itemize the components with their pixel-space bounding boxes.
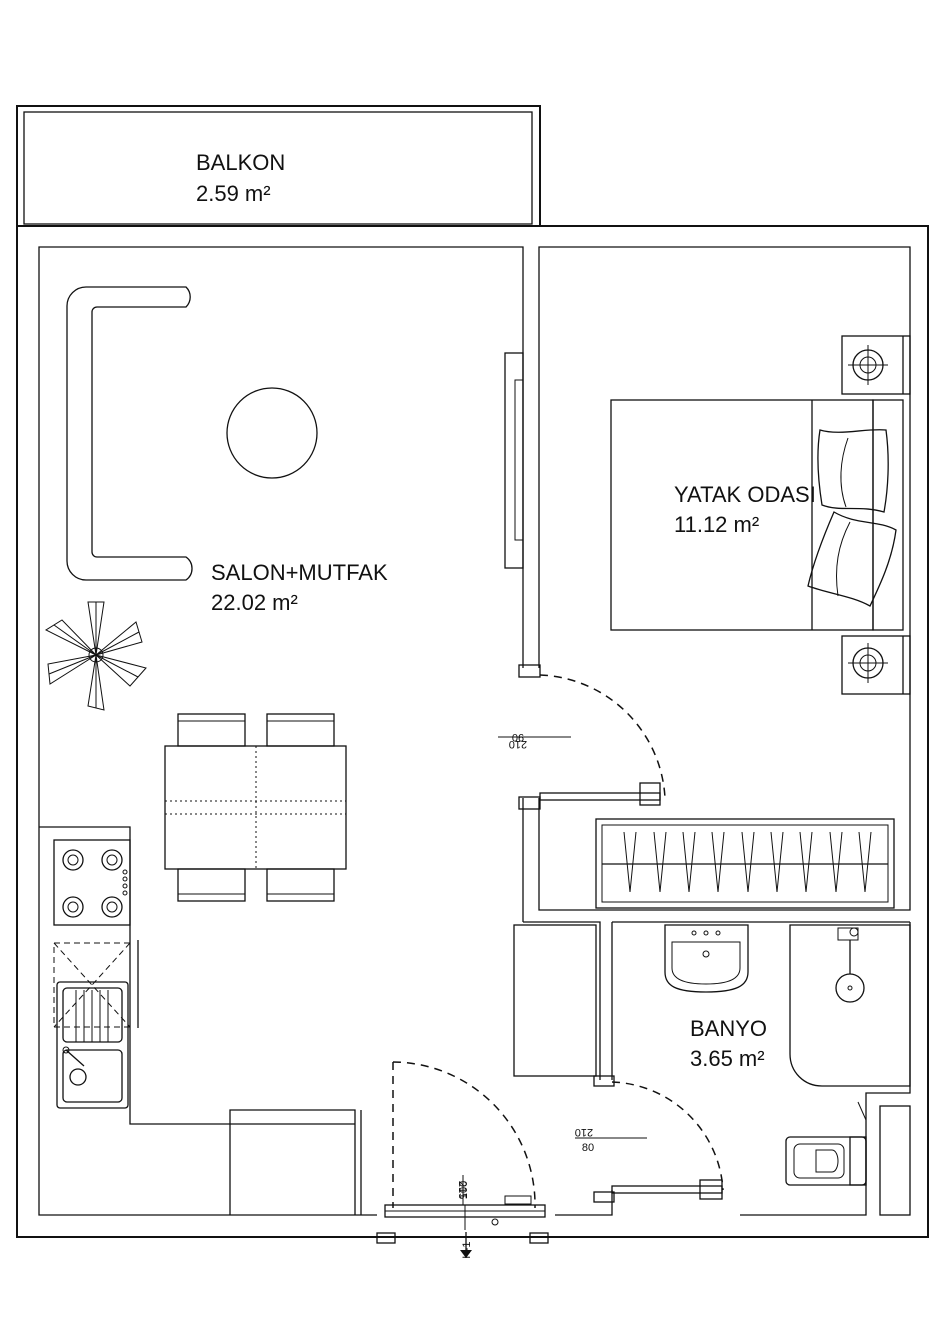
wardrobe (595, 818, 895, 909)
nightstand-lamp-icon (841, 335, 911, 395)
entrance-door-width: 100 (458, 1181, 470, 1199)
toilet-icon (785, 1101, 911, 1216)
section-marker (460, 1232, 472, 1258)
cooktop-icon (53, 839, 131, 926)
sofa (66, 286, 193, 581)
room-area-balkon: 2.59 m² (196, 181, 271, 206)
storage-cabinet (513, 924, 597, 1077)
sink-icon (56, 981, 129, 1109)
bathroom-door-height: 210 (575, 1126, 593, 1138)
walls (16, 225, 929, 1238)
room-name-salon: SALON+MUTFAK (211, 560, 388, 585)
entrance-door-height: 215 (456, 1181, 468, 1199)
room-area-salon: 22.02 m² (211, 590, 298, 615)
plant-icon (44, 601, 147, 711)
section-tag: K-1 (461, 1241, 473, 1258)
bedroom-door[interactable] (518, 664, 666, 810)
bathroom-door[interactable] (593, 1075, 724, 1203)
wall-unit (504, 352, 524, 569)
room-name-banyo: BANYO (690, 1016, 767, 1041)
room-area-banyo: 3.65 m² (690, 1046, 765, 1071)
dishwasher-icon (53, 940, 139, 1028)
pillow-icon (817, 429, 889, 513)
nightstand-lamp-icon (841, 635, 911, 695)
dining-set (164, 713, 347, 902)
bathroom-door-width: 80 (582, 1142, 594, 1154)
room-name-balkon: BALKON (196, 150, 285, 175)
entrance-door[interactable] (376, 1061, 549, 1244)
kitchen-counter (39, 826, 356, 1215)
shower-icon (789, 924, 911, 1087)
washbasin-icon (664, 924, 749, 993)
room-area-yatak: 11.12 m² (674, 512, 759, 537)
bedroom-door-height: 210 (509, 738, 527, 750)
bed (610, 399, 904, 631)
room-name-yatak: YATAK ODASI (674, 482, 816, 507)
pillow-icon (807, 511, 897, 607)
round-coffee-table (226, 387, 318, 479)
bedroom-door-width: 90 (512, 731, 524, 743)
